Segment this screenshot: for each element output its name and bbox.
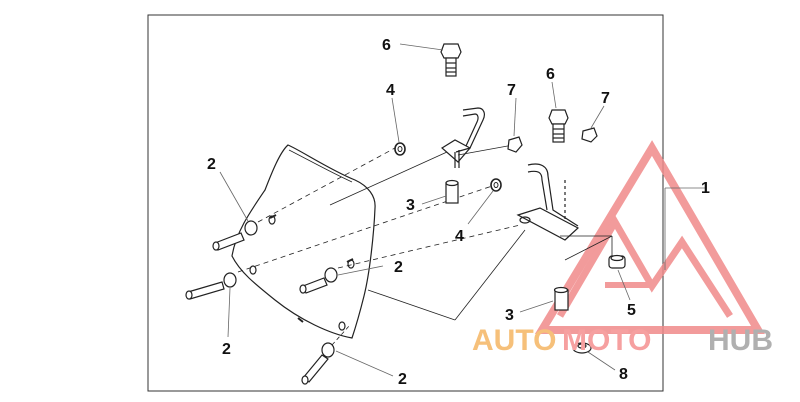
callout-6-upper: 6 (382, 37, 391, 54)
watermark-text: AUTO MOTO HUB (472, 324, 773, 357)
bolt-long (440, 43, 569, 143)
grommet (608, 254, 626, 269)
spacer-collar (445, 179, 569, 311)
callout-1: 1 (701, 180, 710, 197)
callout-4-upper: 4 (386, 82, 395, 99)
leader-lines (219, 43, 705, 377)
callout-4-lower: 4 (455, 228, 464, 245)
callout-6-right: 6 (546, 66, 555, 83)
callout-7-left: 7 (507, 82, 516, 99)
callout-3-upper: 3 (406, 197, 415, 214)
callout-2-top: 2 (207, 156, 216, 173)
watermark-auto: AUTO (472, 324, 556, 357)
diagram-frame (147, 14, 664, 392)
mounting-bracket-right (516, 163, 580, 241)
callout-8: 8 (619, 366, 628, 383)
callout-3-lower: 3 (505, 307, 514, 324)
mounting-bracket-left (440, 107, 485, 168)
collar-nut (572, 342, 592, 354)
callout-2-bottom: 2 (398, 371, 407, 388)
watermark-logo-icon (534, 140, 765, 334)
windscreen-panel (231, 144, 376, 339)
callout-7-right: 7 (601, 90, 610, 107)
nut-small (507, 127, 598, 153)
callout-2-middle: 2 (394, 259, 403, 276)
washer (394, 142, 502, 192)
watermark-hub: HUB (708, 324, 773, 357)
assembly-lines (237, 144, 613, 346)
callout-2-left: 2 (222, 341, 231, 358)
callout-5: 5 (627, 302, 636, 319)
watermark-moto: MOTO (562, 324, 651, 357)
mounting-screw (185, 214, 354, 385)
